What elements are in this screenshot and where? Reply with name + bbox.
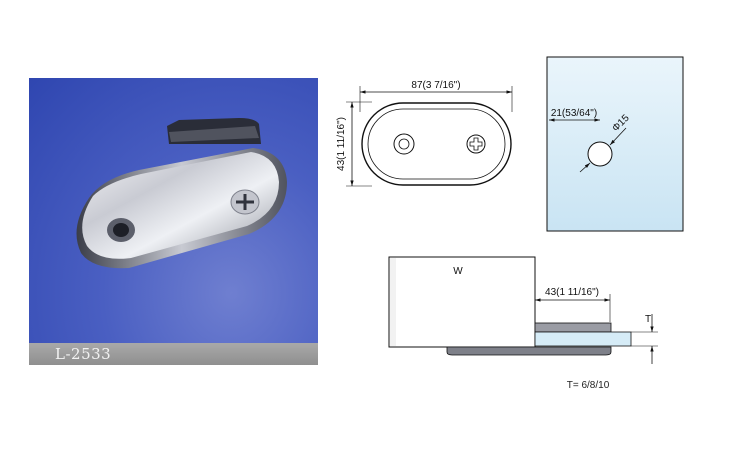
hole-offset-label: 21(53/64") bbox=[551, 108, 597, 119]
thickness-note: T= 6/8/10 bbox=[567, 380, 610, 391]
front-screw bbox=[466, 134, 486, 154]
glass-panel bbox=[546, 56, 684, 232]
clamp-photo-illustration bbox=[76, 118, 287, 269]
front-view-drawing: 87(3 7/16") 43(1 11/16") bbox=[336, 80, 513, 187]
glass-hole-drawing: 21(53/64") Φ15 bbox=[546, 56, 684, 232]
glass-hole bbox=[587, 141, 613, 167]
wall-label: W bbox=[453, 266, 463, 277]
product-photo-panel: L-2533 bbox=[29, 78, 318, 365]
front-hole bbox=[393, 133, 415, 155]
height-dimension-label: 43(1 11/16") bbox=[336, 117, 347, 171]
width-dimension-label: 87(3 7/16") bbox=[411, 80, 460, 91]
caption-bar bbox=[29, 343, 318, 365]
model-label: L-2533 bbox=[55, 345, 112, 363]
clamp-top-plate bbox=[534, 322, 612, 333]
thickness-symbol: T bbox=[645, 314, 651, 325]
plate-outline-outer bbox=[361, 102, 512, 186]
side-view-drawing: W 43(1 11/16") T T= 6/8/10 bbox=[388, 256, 658, 391]
clamp-bottom-plate bbox=[446, 346, 612, 356]
plate-outline-inner bbox=[367, 108, 506, 180]
glass-edge bbox=[534, 331, 632, 347]
depth-dimension-label: 43(1 11/16") bbox=[545, 287, 599, 298]
